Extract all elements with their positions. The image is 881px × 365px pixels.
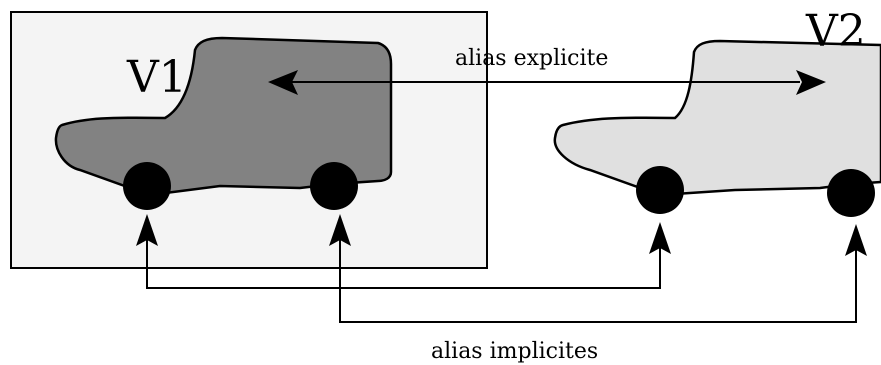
implicit-alias-arrowhead xyxy=(329,214,351,246)
car-v2 xyxy=(553,39,881,217)
car-v1-rear-wheel xyxy=(310,162,358,210)
car-v1 xyxy=(54,36,393,210)
car-v1-front-wheel xyxy=(123,162,171,210)
implicit-alias-arrowhead xyxy=(845,224,867,256)
implicit-alias-connector-rear xyxy=(329,214,867,323)
car-v2-front-wheel xyxy=(636,166,684,214)
v2-label: V2 xyxy=(805,6,866,57)
implicit-alias-arrowhead xyxy=(649,222,671,254)
explicit-alias-arrowhead-right xyxy=(796,70,826,95)
implicit-alias-connector-front xyxy=(136,214,671,289)
implicit-alias-arrowhead xyxy=(136,214,158,246)
car-v2-rear-wheel xyxy=(827,169,875,217)
explicit-alias-label: alias explicite xyxy=(455,46,608,71)
explicit-alias-arrowhead-left xyxy=(268,70,298,95)
car-v1-body xyxy=(54,36,393,197)
implicit-alias-label: alias implicites xyxy=(431,339,598,364)
v1-label: V1 xyxy=(126,52,187,103)
explicit-alias-arrow xyxy=(268,70,826,95)
car-v2-body xyxy=(553,39,881,197)
